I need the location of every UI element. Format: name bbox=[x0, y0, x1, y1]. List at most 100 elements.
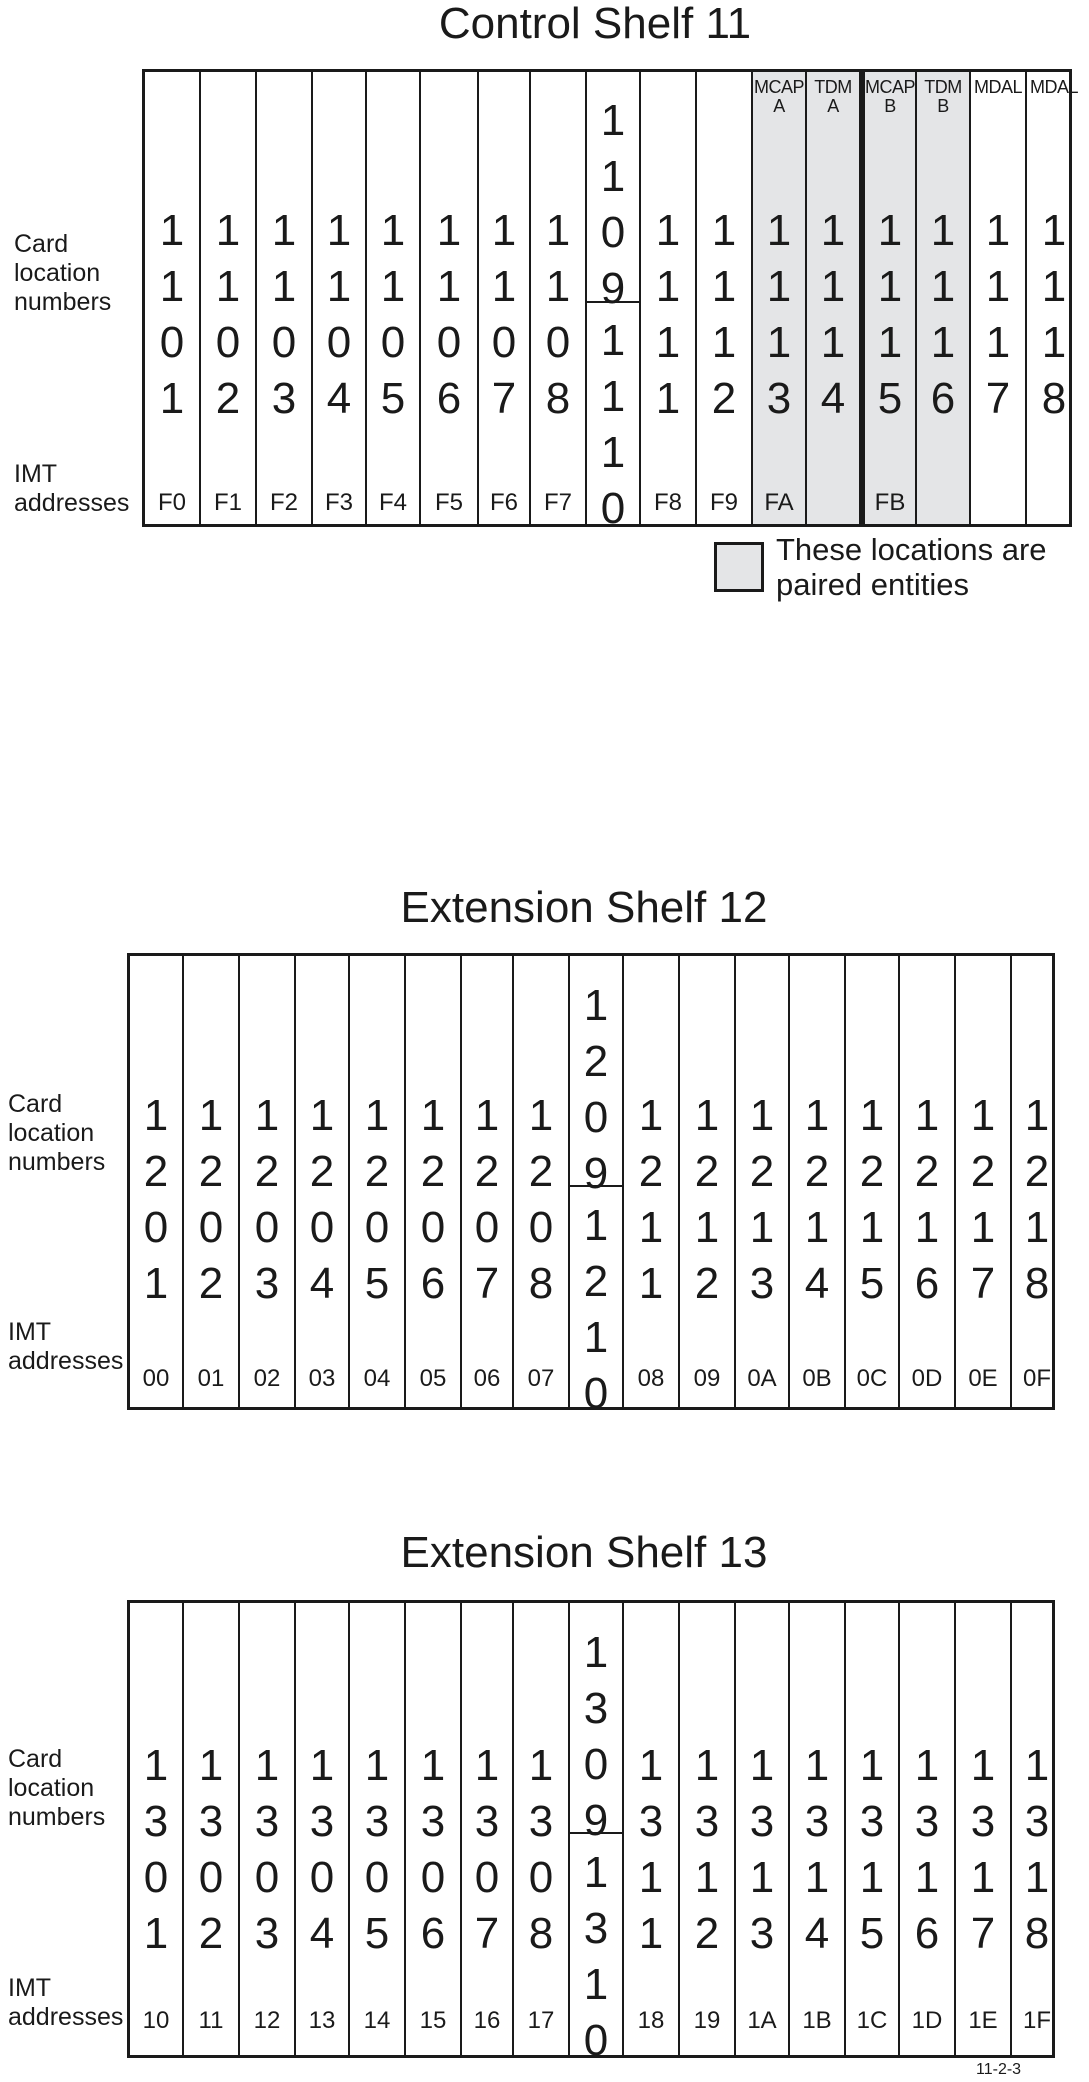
card-location-number: 1 3 1 5 bbox=[859, 1741, 885, 1958]
card-location-number: 1 2 0 8 bbox=[528, 1091, 554, 1308]
imt-address: FB bbox=[874, 489, 906, 516]
card-location-number: 1 3 0 3 bbox=[254, 1741, 280, 1958]
card-type-label: TDM B bbox=[924, 77, 962, 116]
card-location-number: 1 3 0 1 bbox=[143, 1741, 169, 1958]
card-location-number: 1 1 0 8 bbox=[545, 206, 571, 423]
card-location-number: 1 1 0 4 bbox=[326, 206, 352, 423]
card-slot: 1 3 0 3 12 bbox=[238, 1603, 294, 2055]
imt-address: F4 bbox=[378, 489, 407, 516]
card-location-number: 1 2 1 6 bbox=[914, 1091, 940, 1308]
card-location-number: 1 1 1 7 bbox=[985, 206, 1011, 423]
shelf-title: Extension Shelf 13 bbox=[400, 1528, 768, 1577]
card-location-number: 1 3 1 0 bbox=[583, 1848, 609, 2065]
imt-address: 1E bbox=[968, 2007, 998, 2034]
card-location-number: 1 3 1 3 bbox=[749, 1741, 775, 1958]
card-location-number: 1 2 0 6 bbox=[420, 1091, 446, 1308]
card-location-number: 1 3 0 6 bbox=[420, 1741, 446, 1958]
card-location-label: Card location numbers bbox=[14, 230, 112, 316]
imt-address: 0D bbox=[911, 1365, 943, 1392]
card-location-number: 1 2 0 9 bbox=[583, 981, 609, 1198]
card-type-label: MCAP B bbox=[865, 77, 916, 116]
card-slot: 1 3 0 1 10 bbox=[130, 1603, 182, 2055]
card-location-number: 1 1 1 1 bbox=[655, 206, 681, 423]
card-slot: 1 1 0 8 F7 bbox=[529, 72, 585, 524]
card-location-label: Card location numbers bbox=[8, 1745, 106, 1831]
card-location-number: 1 2 1 0 bbox=[583, 1201, 609, 1418]
imt-address: 03 bbox=[308, 1365, 336, 1392]
card-slot: 1 1 0 2 F1 bbox=[199, 72, 255, 524]
card-location-number: 1 3 1 8 bbox=[1024, 1741, 1050, 1958]
imt-address: F2 bbox=[269, 489, 298, 516]
card-location-number: 1 1 0 6 bbox=[436, 206, 462, 423]
card-location-number: 1 2 0 5 bbox=[364, 1091, 390, 1308]
imt-address: 06 bbox=[473, 1365, 501, 1392]
imt-addresses-label: IMT addresses bbox=[8, 1974, 124, 2031]
imt-address: 02 bbox=[253, 1365, 281, 1392]
card-location-number: 1 2 1 2 bbox=[694, 1091, 720, 1308]
card-location-number: 1 3 1 4 bbox=[804, 1741, 830, 1958]
card-location-number: 1 1 0 7 bbox=[491, 206, 517, 423]
card-slot: 1 3 1 5 1C bbox=[844, 1603, 898, 2055]
card-slot: 1 3 0 4 13 bbox=[294, 1603, 348, 2055]
imt-address: 12 bbox=[253, 2007, 281, 2034]
card-location-number: 1 2 1 3 bbox=[749, 1091, 775, 1308]
imt-address: 10 bbox=[142, 2007, 170, 2034]
card-location-number: 1 3 0 4 bbox=[309, 1741, 335, 1958]
card-location-number: 1 2 0 1 bbox=[143, 1091, 169, 1308]
card-location-number: 1 2 0 2 bbox=[198, 1091, 224, 1308]
card-location-number: 1 3 1 1 bbox=[638, 1741, 664, 1958]
imt-address: 1C bbox=[856, 2007, 888, 2034]
card-location-number: 1 1 1 5 bbox=[877, 206, 903, 423]
imt-address: F0 bbox=[157, 489, 186, 516]
card-location-label: Card location numbers bbox=[8, 1090, 106, 1176]
imt-address: 19 bbox=[693, 2007, 721, 2034]
card-slot: 1 2 1 6 0D bbox=[898, 956, 954, 1407]
card-location-number: 1 1 0 2 bbox=[215, 206, 241, 423]
imt-address: 15 bbox=[419, 2007, 447, 2034]
imt-address: 1B bbox=[802, 2007, 832, 2034]
card-type-label: MCAP A bbox=[753, 77, 805, 116]
imt-address: 16 bbox=[473, 2007, 501, 2034]
imt-address: 13 bbox=[308, 2007, 336, 2034]
imt-address: 14 bbox=[363, 2007, 391, 2034]
imt-address: 17 bbox=[527, 2007, 555, 2034]
imt-address: F1 bbox=[213, 489, 242, 516]
imt-address: F7 bbox=[543, 489, 572, 516]
card-location-number: 1 1 1 8 bbox=[1041, 206, 1067, 423]
card-location-number: 1 1 1 4 bbox=[820, 206, 846, 423]
imt-address: 08 bbox=[637, 1365, 665, 1392]
imt-address: F8 bbox=[653, 489, 682, 516]
slot-divider bbox=[587, 301, 639, 303]
imt-address: F3 bbox=[324, 489, 353, 516]
card-location-number: 1 2 1 7 bbox=[970, 1091, 996, 1308]
card-location-number: 1 2 1 5 bbox=[859, 1091, 885, 1308]
imt-address: 1D bbox=[911, 2007, 943, 2034]
card-location-number: 1 2 1 1 bbox=[638, 1091, 664, 1308]
card-slot: 1 3 0 6 15 bbox=[404, 1603, 460, 2055]
